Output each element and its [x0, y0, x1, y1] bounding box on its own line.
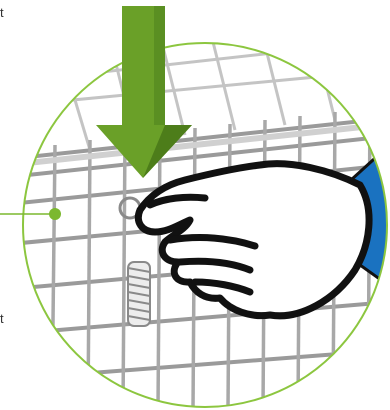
edge-glyph-top: t — [0, 6, 4, 19]
edge-glyph-bottom: t — [0, 312, 4, 325]
